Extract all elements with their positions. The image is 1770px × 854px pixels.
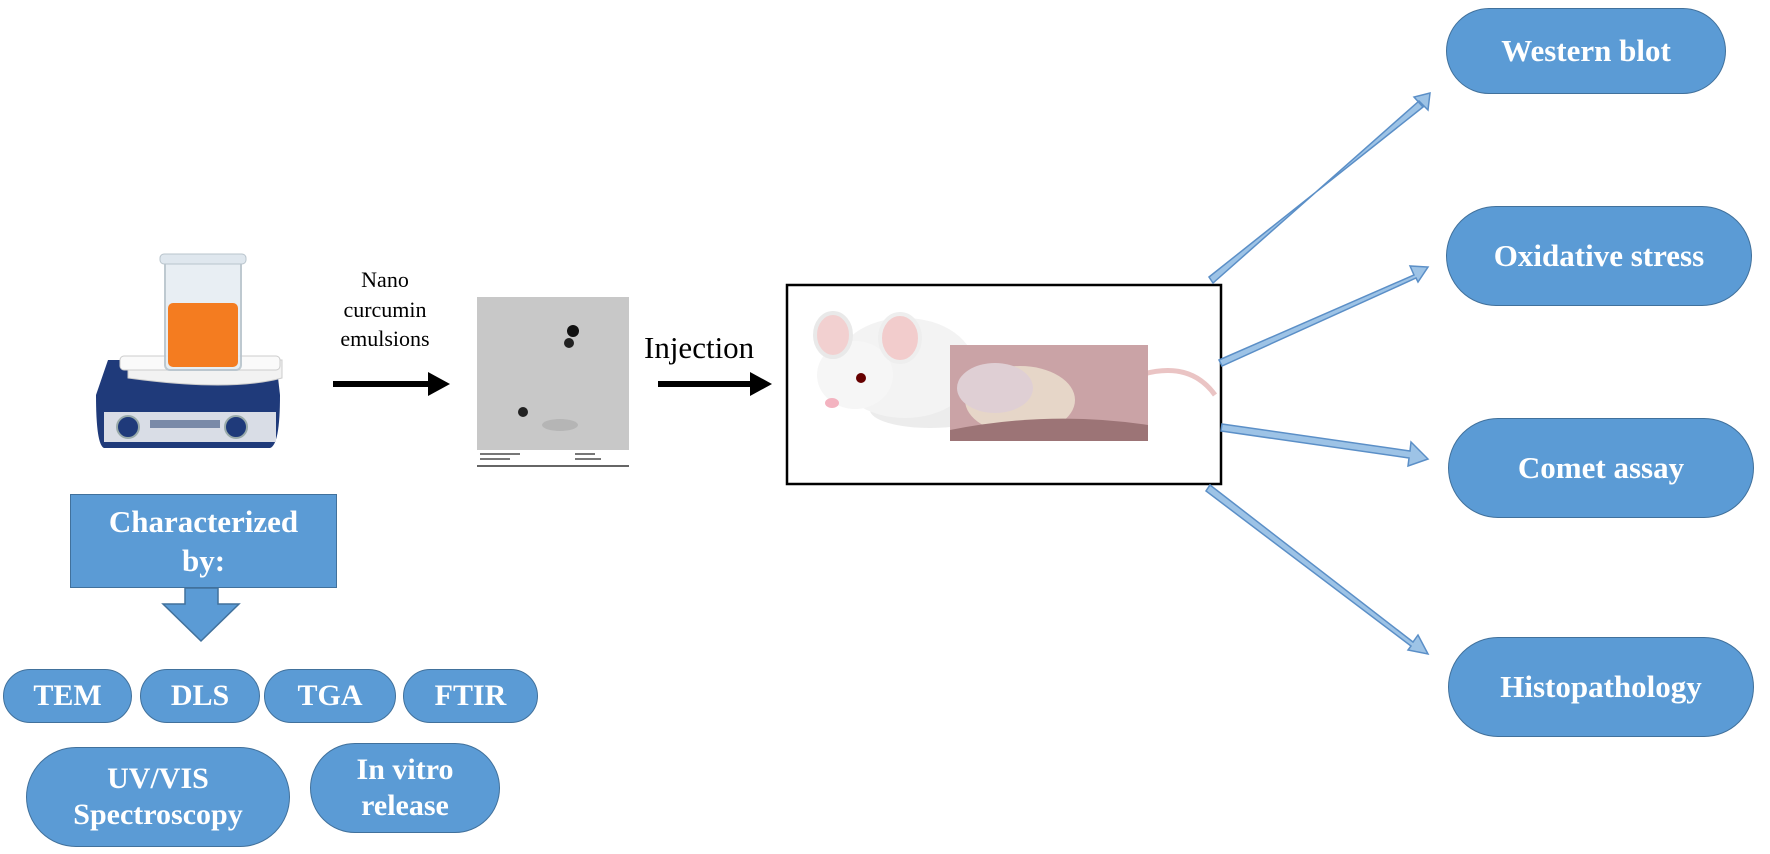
pill-line: release: [361, 789, 449, 822]
pill-line: In vitro: [356, 753, 454, 786]
mouse-photo: [785, 283, 1223, 486]
arrow-to-western-blot: [1207, 92, 1431, 285]
outcome-pill-oxidative-stress: Oxidative stress: [1446, 206, 1752, 306]
outcome-pill-western-blot: Western blot: [1446, 8, 1726, 94]
pill-line: UV/VIS: [107, 762, 209, 795]
outcome-pill-comet-assay: Comet assay: [1448, 418, 1754, 518]
method-pill-ftir: FTIR: [403, 669, 538, 723]
method-pill-dls: DLS: [140, 669, 260, 723]
pill-line: Spectroscopy: [73, 798, 243, 831]
arrow-to-oxidative-stress: [1217, 265, 1430, 367]
method-pill-tga: TGA: [264, 669, 396, 723]
hotplate-beaker-icon: [96, 253, 283, 448]
caption-line: curcumin: [343, 296, 427, 322]
injection-label: Injection: [644, 330, 755, 365]
characterized-line: Characterized: [108, 504, 299, 539]
caption-line: Nano: [361, 267, 409, 292]
characterized-line: by:: [181, 542, 226, 578]
characterized-callout-arrow: [161, 587, 241, 643]
arrow-to-mouse: [658, 372, 772, 396]
arrow-to-histopathology: [1204, 483, 1430, 656]
method-pill-tem: TEM: [3, 669, 132, 723]
method-pill-uv-vis: UV/VIS Spectroscopy: [26, 747, 290, 847]
nano-curcumin-label: Nano curcumin emulsions: [320, 265, 450, 354]
tem-micrograph-image: [477, 297, 629, 468]
method-pill-in-vitro-release: In vitro release: [310, 743, 500, 833]
outcome-pill-histopathology: Histopathology: [1448, 637, 1754, 737]
caption-line: emulsions: [340, 326, 430, 352]
characterized-by-box: Characterized by:: [70, 494, 337, 588]
arrow-to-tem: [333, 372, 450, 396]
arrow-to-comet-assay: [1220, 423, 1430, 468]
